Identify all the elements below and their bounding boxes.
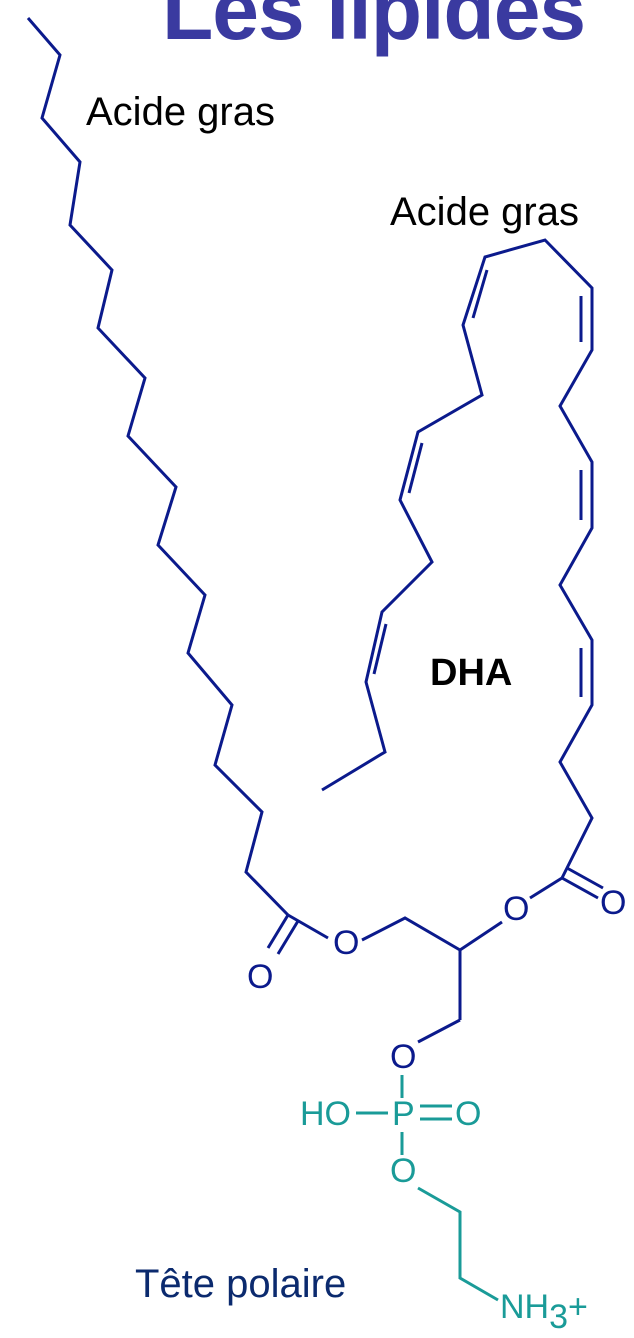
phosphoryl-oxygen: O xyxy=(455,1095,481,1133)
phosphate-oxygen-top: O xyxy=(390,1038,416,1076)
ester-oxygen-right: O xyxy=(503,890,529,928)
amine-charge: + xyxy=(568,1288,588,1326)
fatty-acid-label-2: Acide gras xyxy=(390,190,579,234)
polar-head-label: Tête polaire xyxy=(135,1262,347,1306)
dha-double-bond-6 xyxy=(372,623,388,675)
dha-label: DHA xyxy=(430,652,513,694)
glycerol-backbone xyxy=(361,916,503,952)
ester-oxygen-left: O xyxy=(333,924,359,962)
fatty-acid-label-1: Acide gras xyxy=(86,90,275,134)
carbonyl-bond-right-2 xyxy=(566,866,604,890)
carbonyl-bond-right-1 xyxy=(561,876,599,900)
dha-chain xyxy=(321,238,594,879)
phosphate-oxygen-bottom: O xyxy=(390,1152,416,1190)
dha-ester-link xyxy=(529,876,563,900)
glycerol-c3-to-phosphate-o xyxy=(417,1018,461,1044)
glycerol-backbone-left xyxy=(287,913,329,940)
carbonyl-bond-left-1 xyxy=(266,914,290,949)
carbonyl-oxygen-right: O xyxy=(600,884,626,922)
dha-double-bond-4 xyxy=(471,269,489,319)
phosphorus-atom: P xyxy=(392,1095,415,1133)
hydroxyl-group: HO xyxy=(300,1095,351,1133)
amine-group: NH3+ xyxy=(500,1288,588,1336)
amine-nh: NH xyxy=(500,1288,549,1326)
carbonyl-bond-left-2 xyxy=(276,920,300,955)
carbonyl-oxygen-left: O xyxy=(247,958,273,996)
ethanolamine-chain xyxy=(417,1186,499,1302)
amine-subscript: 3 xyxy=(549,1298,568,1336)
dha-double-bond-5 xyxy=(407,442,424,494)
saturated-fatty-acid-chain xyxy=(26,17,290,917)
page-title: Les lipides xyxy=(162,0,586,57)
